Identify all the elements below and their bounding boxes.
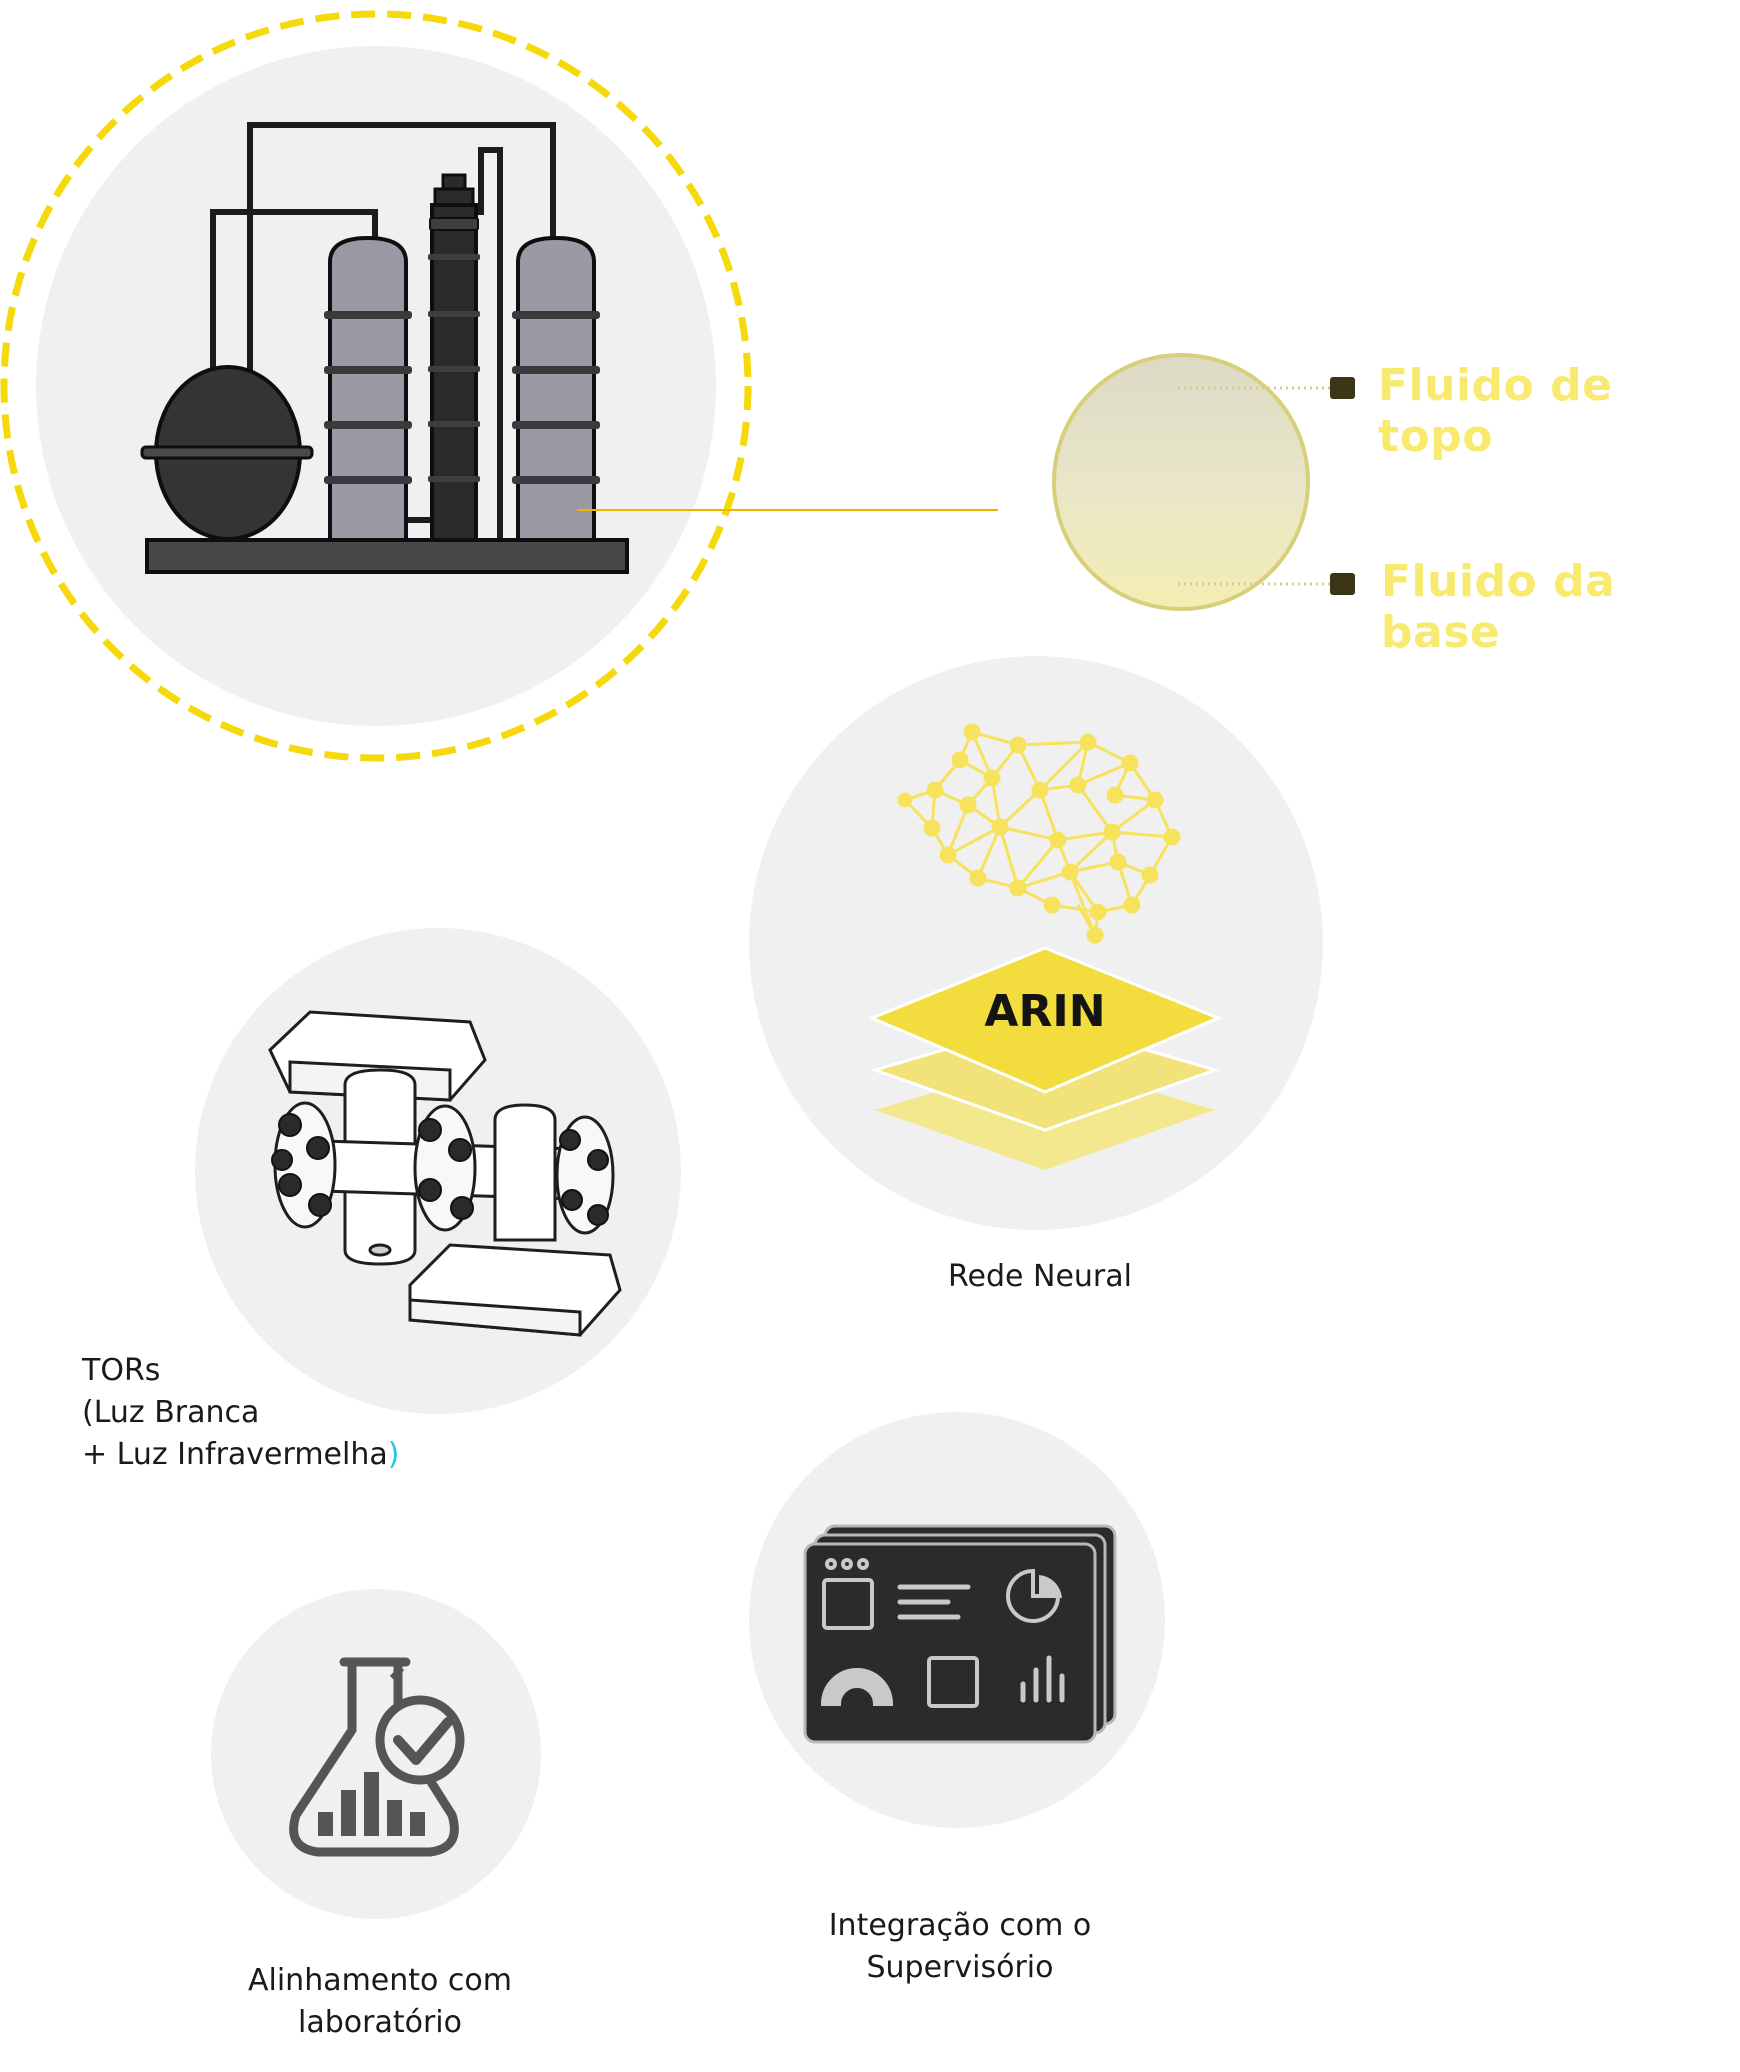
tors-caption-line2: (Luz Branca xyxy=(82,1395,260,1430)
tors-caption-line1: TORs xyxy=(82,1353,161,1388)
fluid-top-marker xyxy=(1330,377,1355,399)
arin-label: ARIN xyxy=(984,986,1105,1037)
refinery-icon xyxy=(140,122,629,574)
supervisory-caption-line2: Supervisório xyxy=(866,1950,1054,1985)
tors-caption: TORs (Luz Branca + Luz Infravermelha) xyxy=(82,1350,502,1476)
rede-neural-caption: Rede Neural xyxy=(948,1259,1132,1294)
neural-circle-bg xyxy=(749,656,1323,1230)
tor-sensor-icon xyxy=(268,1010,622,1337)
brain-network-icon xyxy=(897,723,1181,944)
supervisory-caption-line1: Integração com o xyxy=(828,1908,1092,1943)
lab-flask-check-icon xyxy=(289,1657,465,1857)
lab-caption-line1: Alinhamento com xyxy=(247,1963,513,1998)
fluid-base-label: Fluido da base xyxy=(1381,556,1616,658)
sample-flask-icon xyxy=(1052,353,1310,611)
dashboard-icon xyxy=(803,1524,1117,1744)
tors-caption-line3: + Luz Infravermelha) xyxy=(82,1434,502,1476)
lab-caption: Alinhamento com laboratório xyxy=(200,1960,560,2044)
supervisory-caption: Integração com o Supervisório xyxy=(780,1905,1140,1989)
fluid-base-marker xyxy=(1330,573,1355,595)
lab-circle-bg xyxy=(211,1589,541,1919)
tors-caption-line3-main: + Luz Infravermelha xyxy=(82,1437,388,1472)
fluid-top-label: Fluido de topo xyxy=(1378,360,1613,462)
refinery-group xyxy=(0,10,752,762)
lab-caption-line2: laboratório xyxy=(298,2005,462,2040)
layers-icon xyxy=(868,946,1222,1170)
refinery-dashed-ring xyxy=(0,10,752,762)
tors-caption-paren: ) xyxy=(387,1437,400,1472)
